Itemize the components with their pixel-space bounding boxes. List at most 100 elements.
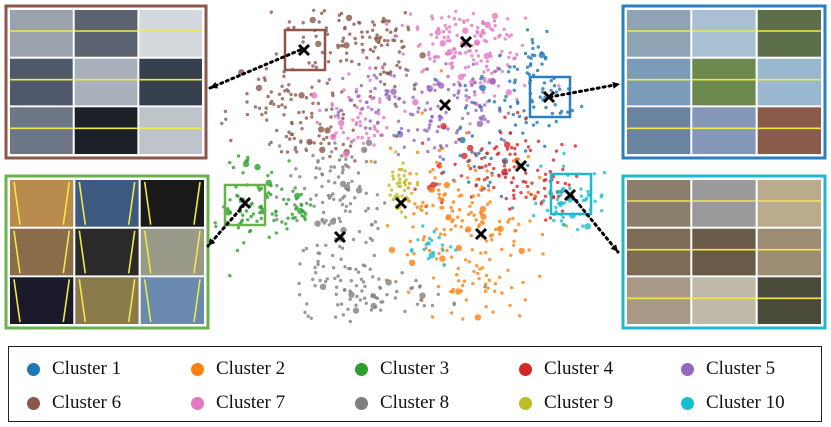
scatter-point — [456, 215, 460, 219]
scatter-point — [420, 141, 425, 145]
scatter-point — [533, 53, 537, 58]
scatter-point — [483, 285, 487, 289]
scatter-point — [430, 14, 434, 18]
scatter-point — [410, 191, 414, 195]
photo-thumbnail — [140, 180, 204, 227]
scatter-point — [334, 146, 338, 151]
scatter-point — [327, 141, 331, 146]
scatter-point — [440, 123, 447, 130]
scatter-point — [508, 105, 513, 109]
scatter-point — [500, 49, 504, 54]
scatter-point — [479, 84, 486, 92]
scatter-point — [422, 235, 426, 239]
scatter-point — [507, 217, 511, 222]
scatter-point — [254, 163, 261, 171]
scatter-point — [304, 96, 309, 100]
scatter-point — [309, 316, 313, 320]
scatter-point — [523, 51, 528, 56]
scatter-point — [502, 27, 506, 31]
scatter-point — [318, 108, 322, 113]
scatter-point — [280, 220, 284, 224]
scatter-point — [301, 40, 305, 44]
scatter-point — [434, 227, 438, 231]
scatter-point — [446, 87, 451, 92]
scatter-point — [480, 74, 484, 79]
scatter-point — [297, 281, 301, 286]
scatter-point — [417, 106, 421, 110]
scatter-point — [450, 209, 455, 213]
scatter-point — [427, 53, 431, 57]
scatter-point — [436, 26, 441, 31]
scatter-point — [358, 99, 362, 103]
scatter-point — [213, 221, 217, 225]
scatter-point — [540, 232, 545, 237]
scatter-point — [427, 50, 431, 55]
scatter-point — [282, 197, 286, 202]
legend-color-dot-icon — [355, 396, 368, 410]
scatter-point — [593, 199, 597, 203]
scatter-point — [328, 51, 333, 55]
scatter-point — [369, 223, 374, 227]
scatter-point — [465, 226, 472, 233]
scatter-point — [476, 120, 484, 128]
arrow-head-icon — [208, 238, 216, 246]
scatter-point — [264, 67, 269, 71]
scatter-point — [556, 180, 560, 185]
scatter-point — [385, 28, 389, 32]
scatter-point — [467, 260, 471, 264]
scatter-point — [346, 181, 351, 186]
scatter-point — [543, 194, 548, 198]
scatter-point — [427, 126, 431, 130]
scatter-point — [341, 196, 345, 200]
scatter-point — [358, 120, 362, 124]
scatter-point — [562, 223, 566, 227]
scatter-point — [368, 35, 372, 39]
panel-frame — [621, 4, 827, 160]
scatter-point — [477, 276, 481, 281]
scatter-point — [549, 88, 553, 93]
scatter-point — [371, 49, 375, 53]
scatter-point — [311, 92, 318, 99]
scatter-point — [236, 154, 241, 158]
scatter-point — [502, 164, 507, 168]
scatter-point — [412, 138, 416, 143]
scatter-point — [399, 210, 404, 214]
scatter-point — [451, 200, 456, 204]
scatter-point — [387, 19, 391, 23]
scatter-point — [438, 155, 442, 159]
scatter-point — [521, 131, 525, 135]
legend-item: Cluster 3 — [355, 357, 449, 381]
scatter-point — [375, 193, 380, 197]
scatter-point — [412, 212, 416, 216]
scatter-point — [292, 136, 296, 141]
scatter-point — [517, 114, 522, 119]
scatter-point — [214, 224, 218, 229]
scatter-point — [299, 140, 303, 144]
annotation-line — [143, 181, 152, 225]
scatter-point — [490, 238, 494, 242]
scatter-point — [432, 55, 437, 60]
scatter-point — [472, 101, 476, 105]
scatter-point — [453, 50, 458, 55]
scatter-point — [363, 296, 367, 300]
photo-thumbnail — [10, 277, 74, 324]
x-mark-icon — [394, 196, 408, 210]
scatter-point — [279, 150, 284, 154]
scatter-point — [485, 176, 489, 180]
scatter-point — [293, 215, 297, 220]
arrow-head-icon — [610, 244, 618, 252]
scatter-point — [579, 104, 584, 109]
scatter-point — [440, 146, 445, 151]
scatter-point — [430, 115, 434, 119]
scatter-point — [339, 108, 343, 112]
scatter-point — [280, 97, 285, 101]
scatter-point — [394, 27, 398, 31]
scatter-point — [244, 209, 249, 213]
scatter-point — [457, 89, 461, 93]
scatter-point — [385, 293, 389, 297]
legend-item: Cluster 4 — [519, 357, 613, 381]
scatter-point — [536, 45, 540, 49]
scatter-point — [544, 105, 548, 110]
scatter-point — [265, 118, 269, 122]
